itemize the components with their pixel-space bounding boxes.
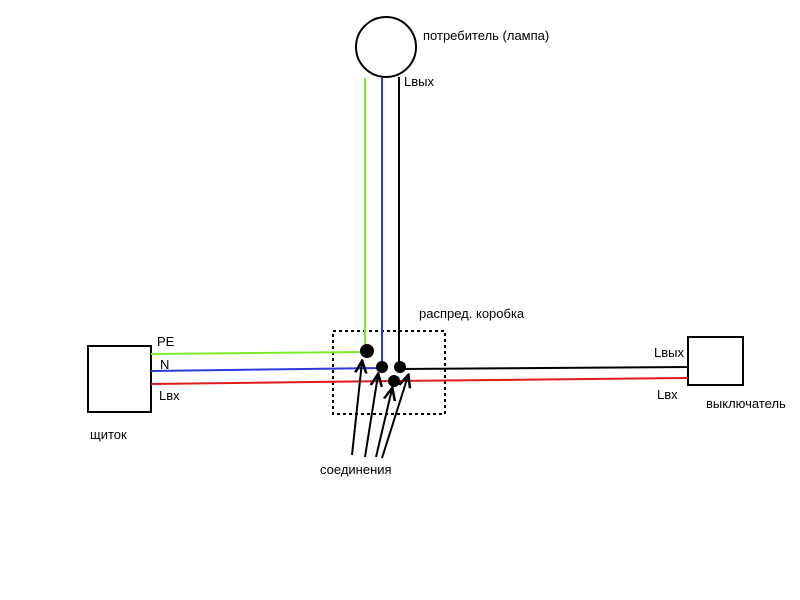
switch-box xyxy=(687,336,744,386)
connection-dot-l-in xyxy=(388,375,400,387)
lamp-out-label: Lвых xyxy=(404,74,434,89)
connections-label: соединения xyxy=(320,462,392,477)
connection-dot-pe xyxy=(360,344,374,358)
connection-dot-n xyxy=(376,361,388,373)
n-label: N xyxy=(160,357,169,372)
arrow-to-pe xyxy=(351,362,362,456)
pe-label: PE xyxy=(157,334,175,349)
lamp-circle xyxy=(355,16,417,78)
n-wire xyxy=(150,78,383,372)
pe-wire xyxy=(150,78,366,355)
arrow-to-l-out xyxy=(381,376,408,459)
l-in-wire xyxy=(150,377,689,385)
switch-out-label: Lвых xyxy=(654,345,684,360)
panel-in-label: Lвх xyxy=(159,388,180,403)
l-out-switch-wire xyxy=(398,366,689,370)
arrow-to-n xyxy=(364,375,378,458)
junction-box xyxy=(332,330,446,415)
switch-in-label: Lвх xyxy=(657,387,678,402)
switch-label: выключатель xyxy=(706,396,786,411)
connection-dot-l-out xyxy=(394,361,406,373)
panel-label: щиток xyxy=(90,427,127,442)
arrow-to-l-in xyxy=(375,389,392,458)
junction-box-label: распред. коробка xyxy=(419,306,525,321)
consumer-label: потребитель (лампа) xyxy=(423,28,549,43)
panel-box xyxy=(87,345,152,413)
